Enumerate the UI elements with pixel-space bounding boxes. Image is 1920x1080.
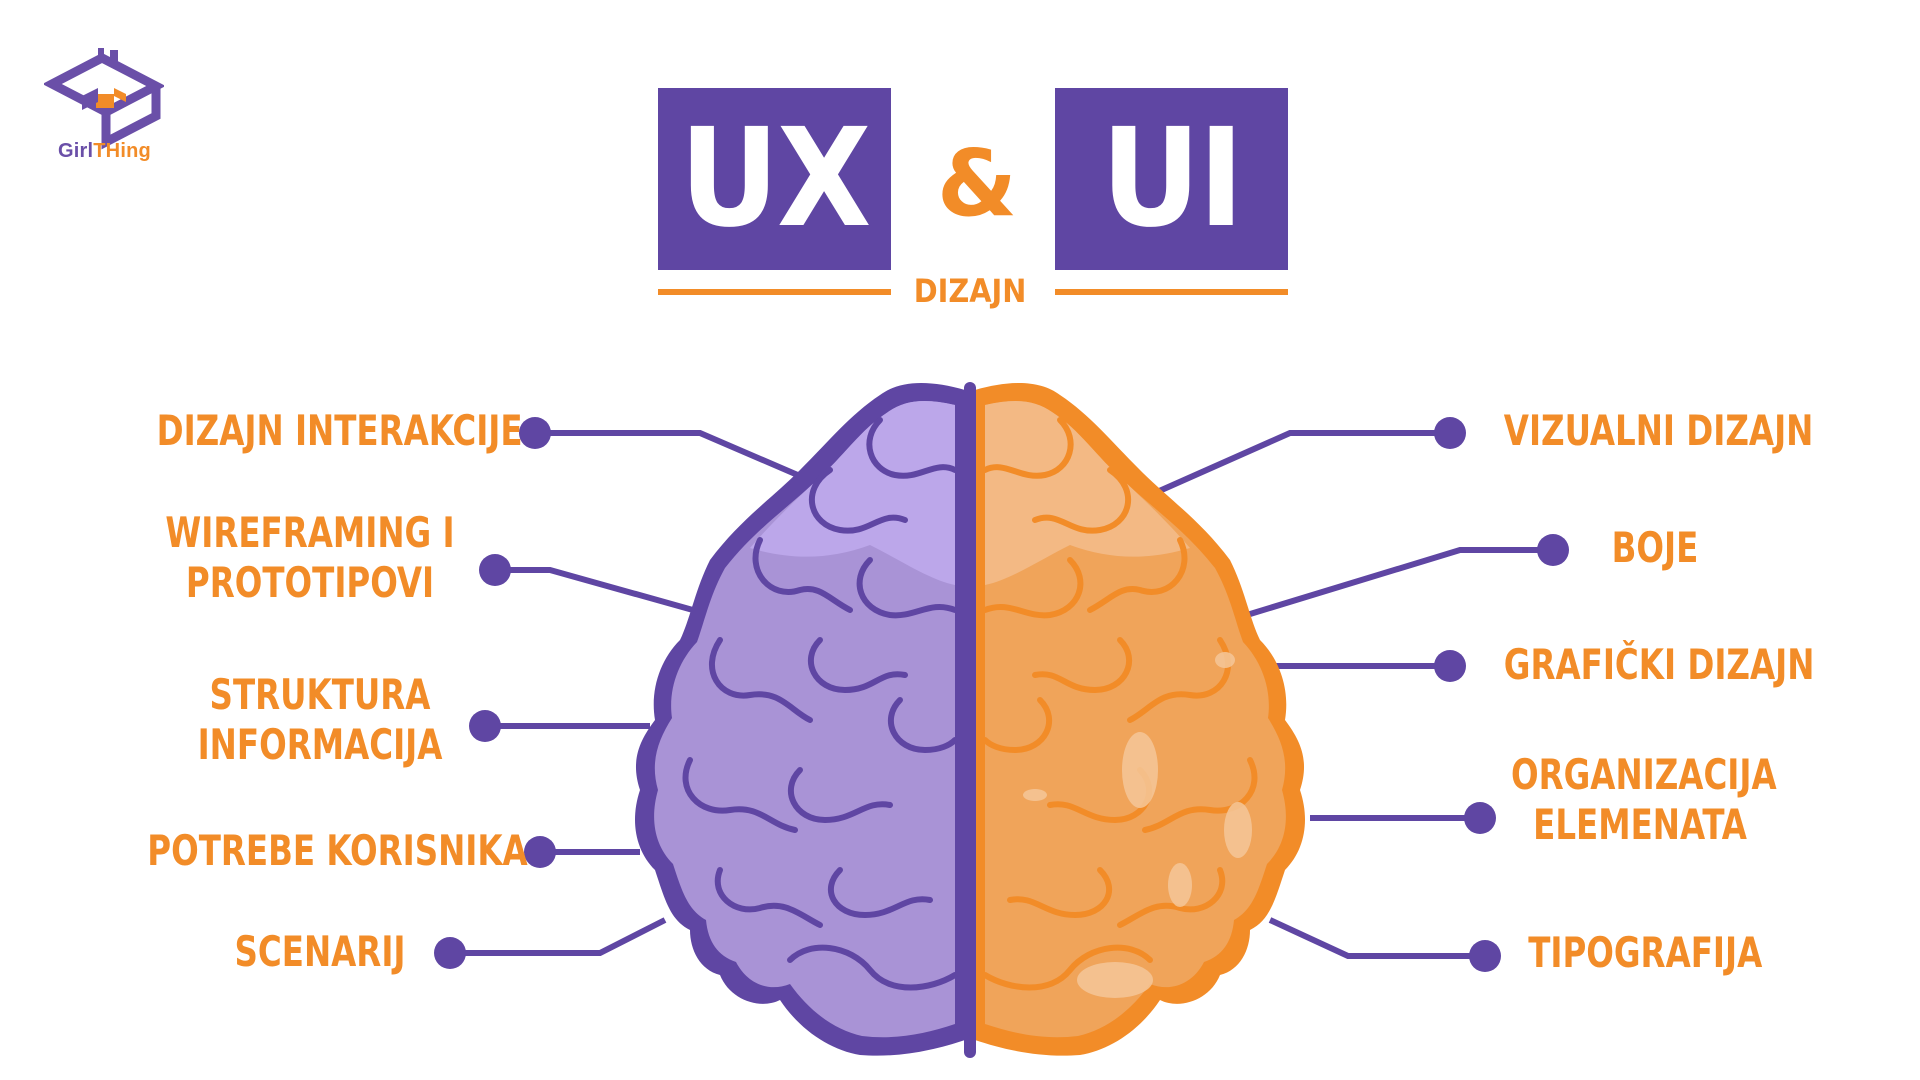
ui-dot-2: [1537, 534, 1569, 566]
left-hemisphere-highlight: [750, 400, 955, 585]
ui-label-boje: BOJE: [1611, 523, 1699, 572]
logo-text: GirlTHing: [58, 140, 151, 163]
ux-dot-3: [469, 710, 501, 742]
left-gyri: [682, 417, 958, 991]
ux-connector-5: [450, 917, 667, 956]
ux-dot-5: [434, 937, 466, 969]
ui-dot-1: [1434, 417, 1466, 449]
brain-right-hemisphere: [975, 383, 1305, 1056]
title-subtitle: DIZAJN: [913, 272, 1027, 310]
ux-label-scenarij: SCENARIJ: [234, 927, 406, 976]
ux-label-dizajn-interakcije: DIZAJN INTERAKCIJE: [156, 406, 523, 455]
logo-text-girl: Girl: [58, 140, 94, 162]
ux-title-box: UX: [658, 88, 891, 270]
ux-connectors: [450, 430, 802, 956]
ui-connector-5: [1268, 917, 1485, 959]
ux-connector-dots: [434, 417, 556, 969]
logo-text-thing: THing: [93, 140, 151, 162]
ux-underline: [658, 289, 891, 295]
ui-underline: [1055, 289, 1288, 295]
ux-label-struktura: STRUKTURA INFORMACIJA: [197, 670, 443, 769]
ui-dot-3: [1434, 650, 1466, 682]
ampersand: &: [936, 130, 1018, 237]
ux-connector-1: [535, 430, 802, 479]
ui-dot-5: [1469, 940, 1501, 972]
ui-connector-dots: [1434, 417, 1569, 972]
girlthing-logo-icon: [44, 48, 164, 150]
ux-label-wireframing: WIREFRAMING I PROTOTIPOVI: [165, 508, 455, 607]
ui-connector-2: [1236, 547, 1553, 621]
ux-dot-2: [479, 554, 511, 586]
ui-connector-1: [1146, 430, 1450, 499]
ui-label-organizacija: ORGANIZACIJA ELEMENATA: [1511, 750, 1777, 849]
ui-label-vizualni-dizajn: VIZUALNI DIZAJN: [1503, 406, 1814, 455]
right-hemisphere-highlight: [985, 400, 1190, 585]
ux-dot-4: [524, 836, 556, 868]
ux-connector-2: [495, 567, 701, 615]
ui-title-box: UI: [1055, 88, 1288, 270]
ui-connectors: [1146, 430, 1553, 959]
brain-center-divider: [964, 382, 976, 1058]
brain-left-hemisphere: [635, 383, 965, 1056]
ui-label-graficki-dizajn: GRAFIČKI DIZAJN: [1503, 640, 1815, 689]
right-hemisphere-shine: [1023, 652, 1252, 998]
ui-label-tipografija: TIPOGRAFIJA: [1528, 928, 1763, 977]
ui-dot-4: [1464, 802, 1496, 834]
ux-label-potrebe-korisnika: POTREBE KORISNIKA: [147, 826, 528, 875]
ux-dot-1: [519, 417, 551, 449]
